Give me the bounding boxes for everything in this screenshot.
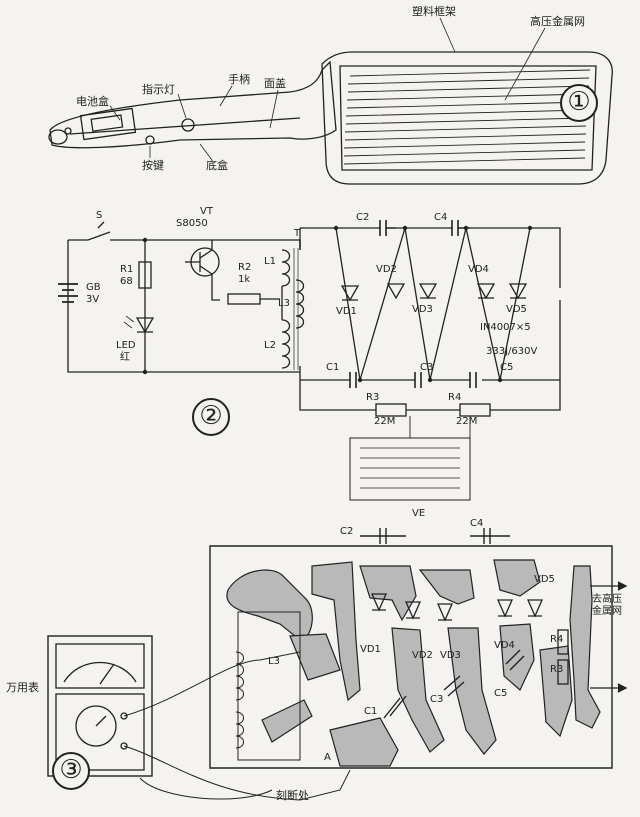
label-l2: L2 bbox=[264, 340, 276, 351]
label-vd2: VD2 bbox=[376, 264, 397, 275]
label-a: A bbox=[324, 752, 331, 763]
label-battery-box: 电池盒 bbox=[76, 95, 109, 108]
label-vd3-pcb: VD3 bbox=[440, 650, 461, 661]
label-vt-model: S8050 bbox=[176, 218, 208, 229]
label-button: 按键 bbox=[142, 159, 164, 172]
label-r2: R2 bbox=[238, 262, 252, 273]
label-r3: R3 bbox=[366, 392, 380, 403]
label-vd3: VD3 bbox=[412, 304, 433, 315]
label-r1: R1 bbox=[120, 264, 134, 275]
label-r4: R4 bbox=[448, 392, 462, 403]
label-vd4: VD4 bbox=[468, 264, 489, 275]
label-hv-mesh: 高压金属网 bbox=[530, 15, 585, 28]
label-switch: S bbox=[96, 210, 103, 221]
section2-number: ② bbox=[192, 398, 230, 436]
label-cover: 面盖 bbox=[264, 77, 286, 90]
label-indicator-light: 指示灯 bbox=[142, 83, 175, 96]
label-diode-spec: IN4007×5 bbox=[480, 322, 531, 333]
section1-number: ① bbox=[560, 84, 598, 122]
label-c2: C2 bbox=[356, 212, 370, 223]
label-c1: C1 bbox=[326, 362, 340, 373]
label-cap-spec: 333J/630V bbox=[486, 346, 538, 357]
label-c4: C4 bbox=[434, 212, 448, 223]
label-vd5: VD5 bbox=[506, 304, 527, 315]
label-vt: VT bbox=[200, 206, 213, 217]
label-vd2-pcb: VD2 bbox=[412, 650, 433, 661]
label-r2-val: 1k bbox=[238, 274, 251, 285]
label-c2-pcb: C2 bbox=[340, 526, 354, 537]
label-c1-pcb: C1 bbox=[364, 706, 378, 717]
label-vd1: VD1 bbox=[336, 306, 357, 317]
label-l1: L1 bbox=[264, 256, 276, 267]
label-to-hv-1: 去高压 bbox=[592, 594, 622, 605]
swatter-body bbox=[48, 51, 613, 185]
label-r3-val: 22M bbox=[374, 416, 396, 427]
section1-leaders bbox=[109, 17, 546, 161]
label-vd1-pcb: VD1 bbox=[360, 644, 381, 655]
label-multimeter: 万用表 bbox=[6, 681, 39, 694]
section3-number: ③ bbox=[52, 752, 90, 790]
label-gb-val: 3V bbox=[86, 294, 100, 305]
label-c5-pcb: C5 bbox=[494, 688, 508, 699]
label-c4-pcb: C4 bbox=[470, 518, 484, 529]
label-r3-pcb: R3 bbox=[550, 664, 564, 675]
label-cut-point: 刻断处 bbox=[276, 789, 309, 802]
label-l3: L3 bbox=[278, 298, 290, 309]
label-t: T bbox=[294, 228, 301, 239]
label-r4-val: 22M bbox=[456, 416, 478, 427]
schematic-wires bbox=[58, 220, 561, 501]
label-l3-pcb: L3 bbox=[268, 656, 280, 667]
label-r1-val: 68 bbox=[120, 276, 133, 287]
label-led: LED bbox=[116, 340, 136, 351]
label-handle: 手柄 bbox=[228, 73, 250, 86]
label-ve: VE bbox=[412, 508, 426, 519]
label-vd5-pcb: VD5 bbox=[534, 574, 555, 585]
label-to-hv-2: 金属网 bbox=[592, 606, 622, 617]
label-plastic-frame: 塑料框架 bbox=[412, 5, 456, 18]
label-c3-pcb: C3 bbox=[430, 694, 444, 705]
pcb-board bbox=[47, 528, 628, 801]
label-bottom-box: 底盒 bbox=[206, 159, 228, 172]
label-c3: C3 bbox=[420, 362, 434, 373]
label-led-color: 红 bbox=[120, 352, 130, 363]
label-vd4-pcb: VD4 bbox=[494, 640, 515, 651]
hv-mesh-lines bbox=[343, 69, 591, 165]
label-r4-pcb: R4 bbox=[550, 634, 564, 645]
label-c5: C5 bbox=[500, 362, 514, 373]
label-gb: GB bbox=[86, 282, 101, 293]
